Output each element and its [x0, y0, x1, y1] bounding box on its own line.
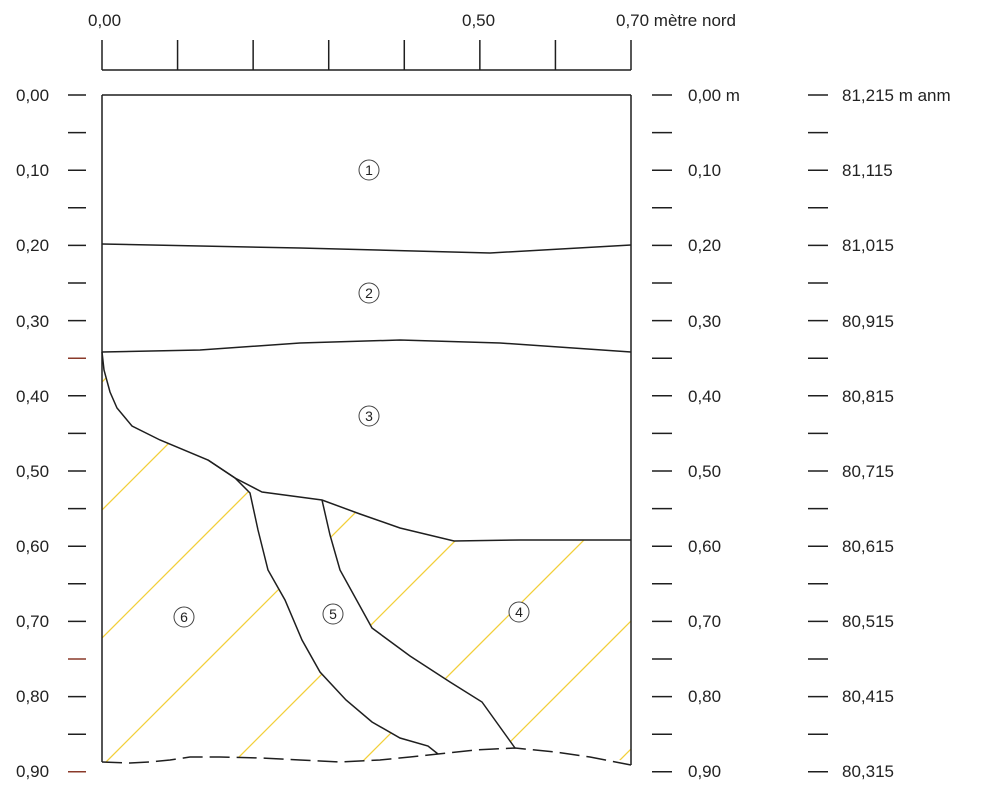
section-base-dashed — [101, 747, 632, 766]
boundary-3-lower — [101, 351, 631, 542]
right-depth-label: 0,50 — [688, 462, 721, 481]
right-depth-label: 0,00 m — [688, 86, 740, 105]
hatch-line-6 — [102, 352, 438, 763]
layer-marker-1-label: 1 — [365, 162, 373, 178]
left-axis-label: 0,60 — [16, 537, 49, 556]
hatch-line-6 — [964, 0, 987, 786]
right-depth-label: 0,90 — [688, 762, 721, 781]
hatch-line-4 — [0, 0, 100, 786]
right-altitude-label: 80,415 — [842, 687, 894, 706]
layer-marker-2-label: 2 — [365, 285, 373, 301]
hatch-line-4 — [451, 500, 631, 762]
layer-marker-5: 5 — [322, 603, 344, 625]
boundary-1-2 — [101, 243, 632, 254]
left-axis-label: 0,00 — [16, 86, 49, 105]
right-altitude-label: 81,215 m anm — [842, 86, 951, 105]
right-depth-label: 0,30 — [688, 312, 721, 331]
boundary-5-left — [207, 459, 439, 755]
right-altitude-label: 81,115 — [842, 161, 893, 180]
top-scale-label-050: 0,50 — [462, 11, 495, 30]
right-depth-label: 0,10 — [688, 161, 721, 180]
top-scale-ticks — [101, 40, 632, 70]
hatch-line-6 — [0, 0, 100, 786]
hatch-line-6 — [102, 352, 438, 763]
right-depth-ticks — [652, 94, 672, 773]
right-altitude-label: 80,815 — [842, 387, 894, 406]
hatch-line-4 — [322, 500, 357, 762]
right-altitude-label: 80,615 — [842, 537, 894, 556]
right-depth-label: 0,80 — [688, 687, 721, 706]
hatch-line-4 — [579, 500, 631, 762]
top-scale: 0,00 0,50 0,70 mètre nord — [88, 11, 736, 71]
left-axis-label: 0,40 — [16, 387, 49, 406]
right-altitude-label: 80,515 — [842, 612, 894, 631]
left-axis-label: 0,30 — [16, 312, 49, 331]
layer-marker-4: 4 — [508, 601, 530, 623]
left-axis-label: 0,90 — [16, 762, 49, 781]
boundary-2-3 — [101, 339, 632, 353]
top-scale-label-0: 0,00 — [88, 11, 121, 30]
right-depth-label: 0,40 — [688, 387, 721, 406]
right-altitude-label: 81,015 — [842, 236, 894, 255]
top-scale-label-070: 0,70 mètre nord — [616, 11, 736, 30]
left-axis-ticks — [68, 94, 86, 773]
right-depth-axis: 0,00 m 0,10 0,20 0,30 0,40 0,50 0,60 0,7… — [652, 86, 740, 781]
right-altitude-axis: 81,215 m anm 81,115 81,015 80,915 80,815… — [808, 86, 951, 781]
hatch-line-6 — [102, 352, 438, 763]
right-depth-label: 0,70 — [688, 612, 721, 631]
layer-marker-2: 2 — [358, 282, 380, 304]
hatch-line-4 — [322, 500, 631, 762]
hatch-line-6 — [580, 0, 987, 786]
right-altitude-label: 80,315 — [842, 762, 894, 781]
hatch-line-4 — [322, 500, 485, 762]
layer-marker-4-label: 4 — [515, 604, 523, 620]
layer-marker-3-label: 3 — [365, 408, 373, 424]
left-axis-label: 0,80 — [16, 687, 49, 706]
right-depth-label: 0,60 — [688, 537, 721, 556]
layer-marker-5-label: 5 — [329, 606, 337, 622]
left-axis: 0,00 0,10 0,20 0,30 0,40 0,50 0,60 0,70 … — [16, 86, 86, 781]
left-axis-label: 0,50 — [16, 462, 49, 481]
layer-marker-6-label: 6 — [180, 609, 188, 625]
section-profile — [101, 94, 632, 766]
hatch-line-6 — [102, 352, 357, 763]
left-axis-label: 0,70 — [16, 612, 49, 631]
right-altitude-label: 80,715 — [842, 462, 894, 481]
left-axis-label: 0,10 — [16, 161, 49, 180]
right-altitude-label: 80,915 — [842, 312, 894, 331]
hatch-line-4 — [323, 500, 631, 762]
left-axis-label: 0,20 — [16, 236, 49, 255]
layer-markers: 1 2 3 4 5 6 — [173, 159, 530, 628]
hatch-line-4 — [322, 500, 613, 762]
layer-marker-6: 6 — [173, 606, 195, 628]
layer-marker-1: 1 — [358, 159, 380, 181]
hatch-line-4 — [964, 0, 987, 786]
right-altitude-ticks — [808, 94, 828, 773]
right-depth-label: 0,20 — [688, 236, 721, 255]
boundary-5-right — [321, 499, 516, 749]
layer-marker-3: 3 — [358, 405, 380, 427]
